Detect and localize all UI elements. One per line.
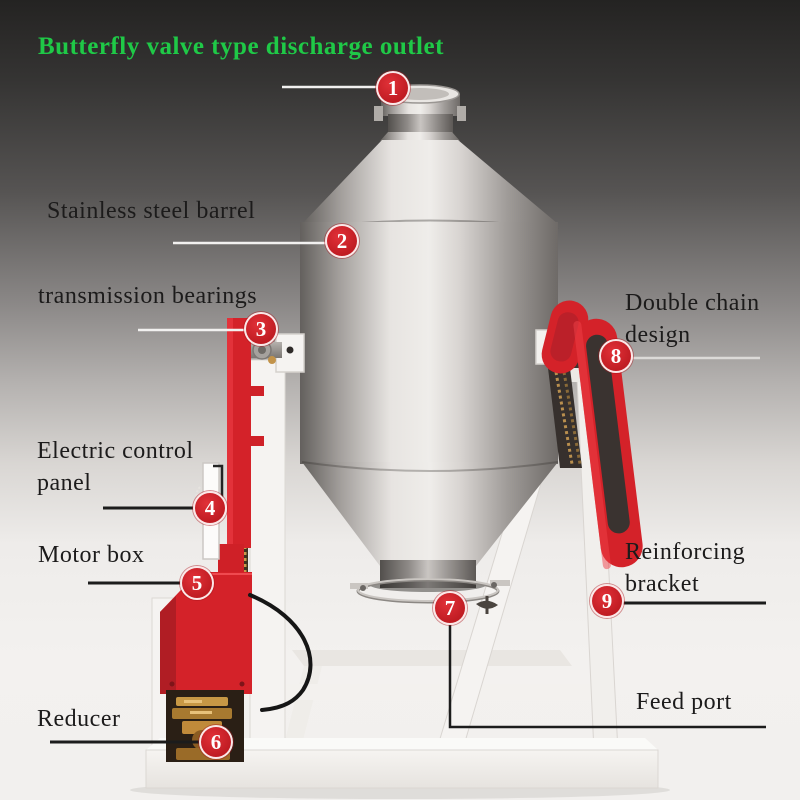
label-feed-port: Feed port xyxy=(636,689,732,715)
motor-box xyxy=(160,572,252,694)
butterfly-handle xyxy=(476,600,498,609)
left-chain-guard xyxy=(218,318,264,600)
stainless-steel-barrel xyxy=(300,84,559,614)
right-chain-drive xyxy=(535,300,643,570)
badge-number: 9 xyxy=(601,588,613,613)
badge-number: 1 xyxy=(387,75,399,100)
drive-chain-right xyxy=(548,368,582,468)
callout-badge-8: 8 xyxy=(599,339,633,373)
label-reducer: Reducer xyxy=(37,706,121,732)
barrel-bottom-cone xyxy=(302,462,558,566)
base-frame xyxy=(282,650,606,752)
barrel-body xyxy=(300,222,558,464)
badge-number: 8 xyxy=(610,343,622,368)
callout-badge-9: 9 xyxy=(590,584,624,618)
label-double-chain: Double chain design xyxy=(625,290,760,348)
label-barrel: Stainless steel barrel xyxy=(47,198,256,224)
callout-badge-6: 6 xyxy=(199,725,233,759)
label-discharge-outlet: Butterfly valve type discharge outlet xyxy=(38,33,444,60)
chain-guard-small xyxy=(541,300,589,374)
feed-port xyxy=(350,560,510,614)
callout-badge-5: 5 xyxy=(180,566,214,600)
label-reinforcing-bracket: Reinforcing bracket xyxy=(625,539,746,597)
callout-badge-4: 4 xyxy=(193,491,227,525)
leader-lines xyxy=(50,85,766,744)
power-cable xyxy=(248,593,313,712)
callout-badge-3: 3 xyxy=(244,312,278,346)
leader-line-7 xyxy=(448,622,766,729)
label-motor-box: Motor box xyxy=(38,542,145,568)
callout-badge-7: 7 xyxy=(433,591,467,625)
chain-guard-large xyxy=(573,318,643,570)
badge-number: 2 xyxy=(336,228,348,253)
badge-number: 7 xyxy=(444,595,456,620)
badge-number: 5 xyxy=(191,570,203,595)
label-bearings: transmission bearings xyxy=(38,283,258,309)
barrel-top-cone xyxy=(302,140,558,224)
label-control-panel: Electric control panel xyxy=(37,438,194,496)
badge-number: 3 xyxy=(255,316,267,341)
badge-number: 4 xyxy=(204,495,216,520)
callout-badge-1: 1 xyxy=(376,71,410,105)
badge-number: 6 xyxy=(210,729,222,754)
callout-badge-2: 2 xyxy=(325,224,359,258)
